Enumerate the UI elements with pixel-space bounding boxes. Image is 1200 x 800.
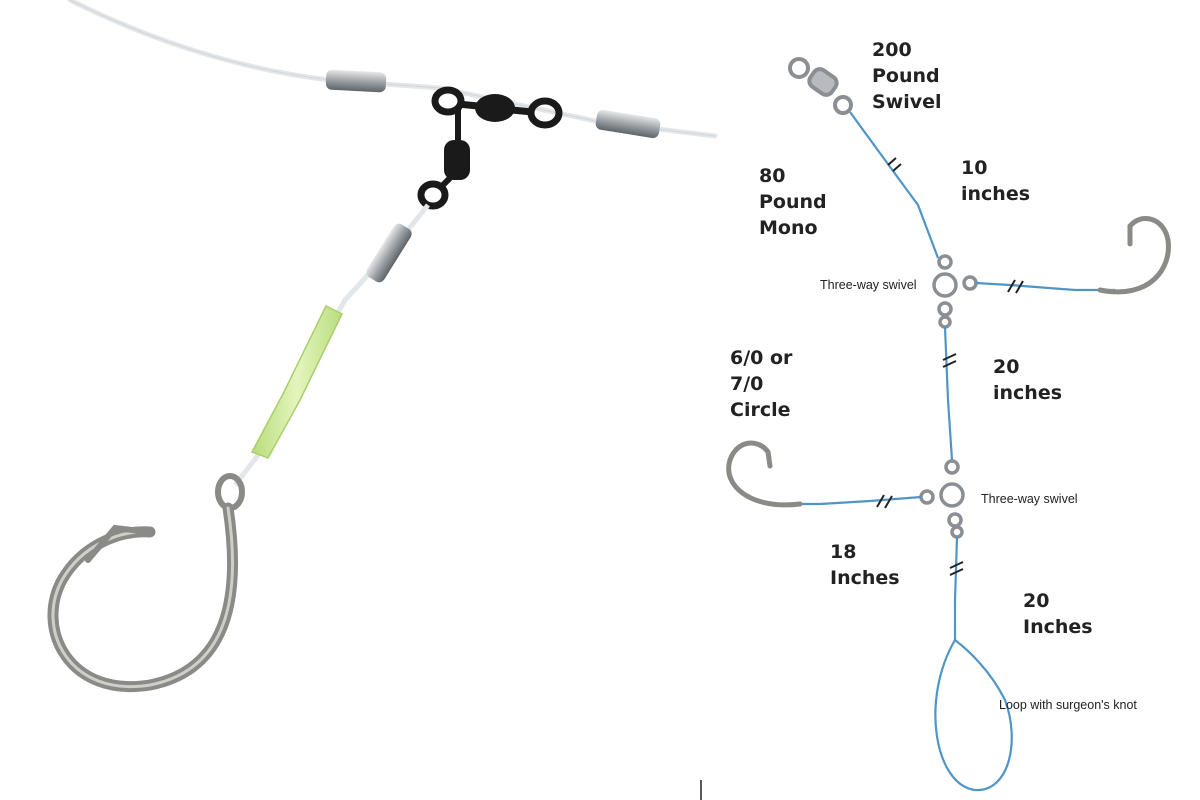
surgeons-loop: [934, 639, 1013, 792]
crimp-sleeve-icon: [325, 69, 387, 93]
crimp-sleeve-icon: [366, 223, 412, 283]
line-20-inches-lower: [953, 536, 959, 640]
line-right-dropper: [975, 281, 1115, 292]
label-three-way-swivel-lower: Three-way swivel: [981, 492, 1078, 506]
circle-hook-icon: [726, 440, 803, 508]
photo-rig: [47, 0, 718, 693]
label-three-way-swivel-upper: Three-way swivel: [820, 278, 917, 292]
three-way-swivel-icon: [932, 254, 978, 329]
line-10-inches: [849, 111, 940, 259]
label-20-inches-upper: 20 inches: [993, 356, 1063, 404]
circle-hook-icon: [47, 473, 245, 693]
label-18-inches: 18 Inches: [830, 541, 900, 589]
circle-hook-icon: [1097, 215, 1171, 295]
label-top-swivel: 200 Pound Swivel: [872, 39, 942, 113]
glow-tube: [250, 304, 343, 459]
label-hook-size: 6/0 or 7/0 Circle: [730, 347, 793, 421]
schematic-rig: [726, 57, 1171, 792]
swivel-icon: [788, 57, 853, 115]
three-way-swivel-icon: [919, 459, 965, 539]
line-20-inches-upper: [943, 326, 954, 461]
crimp-sleeve-icon: [595, 109, 661, 139]
label-loop-surgeons-knot: Loop with surgeon's knot: [999, 698, 1137, 712]
label-mono: 80 Pound Mono: [759, 165, 827, 239]
label-20-inches-lower: 20 Inches: [1023, 590, 1093, 638]
line-18-inches: [795, 495, 922, 506]
label-10-inches: 10 inches: [961, 157, 1031, 205]
three-way-swivel-icon: [417, 86, 563, 210]
